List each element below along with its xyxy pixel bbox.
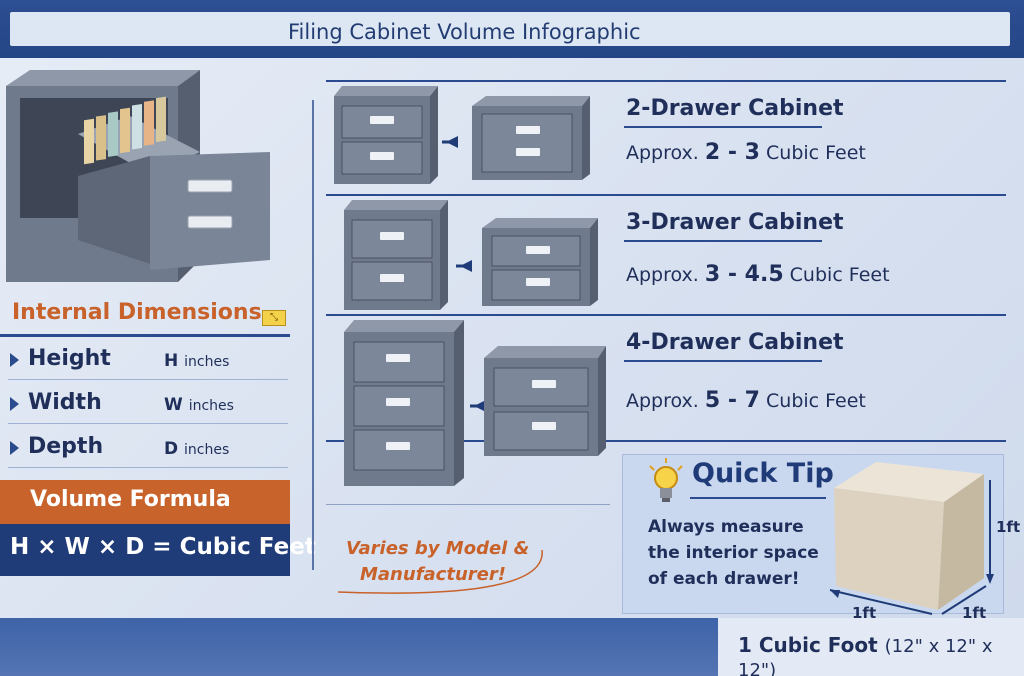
header-title-strip [10, 12, 1010, 46]
bullet-arrow-icon [10, 353, 19, 367]
ruler-icon: ⤡ [262, 310, 286, 326]
formula-box [0, 524, 290, 576]
dimension-row-height: Height H inches [8, 342, 288, 380]
cube-depth-label: 1ft [962, 604, 987, 622]
dimension-value: H inches [164, 351, 230, 371]
dimension-name: Width [28, 390, 102, 415]
row-divider [326, 314, 1006, 316]
dimension-row-width: Width W inches [8, 386, 288, 424]
quick-tip-title: Quick Tip [692, 458, 834, 489]
label-underline [624, 240, 822, 242]
bullet-arrow-icon [10, 441, 19, 455]
bullet-arrow-icon [10, 397, 19, 411]
dimension-name: Depth [28, 434, 104, 459]
varies-note: Varies by Model & Manufacturer! [346, 538, 530, 585]
cabinet-label-3-drawer: 3-Drawer Cabinet [626, 210, 844, 235]
cubic-foot-definition: 1 Cubic Foot (12" x 12" x 12") [738, 633, 993, 676]
cabinet-volume-2-drawer: Approx. 2 - 3 Cubic Feet [626, 140, 866, 165]
file-folders [84, 96, 166, 165]
row-divider [326, 194, 1006, 196]
footer-label-box [718, 618, 1024, 676]
label-underline [624, 360, 822, 362]
volume-formula-title: Volume Formula [30, 487, 231, 512]
row-divider [326, 504, 610, 505]
cabinet-volume-4-drawer: Approx. 5 - 7 Cubic Feet [626, 388, 866, 413]
dimension-value: W inches [164, 395, 234, 415]
cabinet-label-4-drawer: 4-Drawer Cabinet [626, 330, 844, 355]
four-drawer-cabinet-illustration [344, 320, 606, 486]
note-arc-decoration [337, 549, 543, 594]
volume-formula-banner [0, 480, 290, 524]
cube-width-label: 1ft [852, 604, 877, 622]
internal-dimensions-title: Internal Dimensions [12, 300, 262, 325]
row-divider [326, 80, 1006, 82]
open-cabinet-illustration [6, 70, 270, 282]
label-underline [624, 126, 822, 128]
page-title: Filing Cabinet Volume Infographic [288, 20, 641, 44]
cabinet-label-2-drawer: 2-Drawer Cabinet [626, 96, 844, 121]
two-drawer-cabinet-illustration [334, 86, 590, 184]
cubic-foot-cube-illustration [829, 462, 994, 615]
tip-underline [690, 497, 826, 499]
cabinet-volume-3-drawer: Approx. 3 - 4.5 Cubic Feet [626, 262, 890, 287]
header-bar [0, 0, 1024, 58]
three-drawer-cabinet-illustration [344, 200, 598, 310]
dimension-name: Height [28, 346, 111, 371]
quick-tip-text: Always measure the interior space of eac… [648, 517, 819, 589]
dimension-value: D inches [164, 439, 230, 459]
vertical-divider [312, 100, 314, 570]
formula-expression: H × W × D = Cubic Feet [10, 534, 316, 560]
dimensions-divider [0, 334, 290, 337]
cube-height-label: 1ft [996, 518, 1021, 536]
lightbulb-icon [649, 458, 683, 502]
dimension-row-depth: Depth D inches [8, 430, 288, 468]
row-divider [326, 440, 1006, 442]
